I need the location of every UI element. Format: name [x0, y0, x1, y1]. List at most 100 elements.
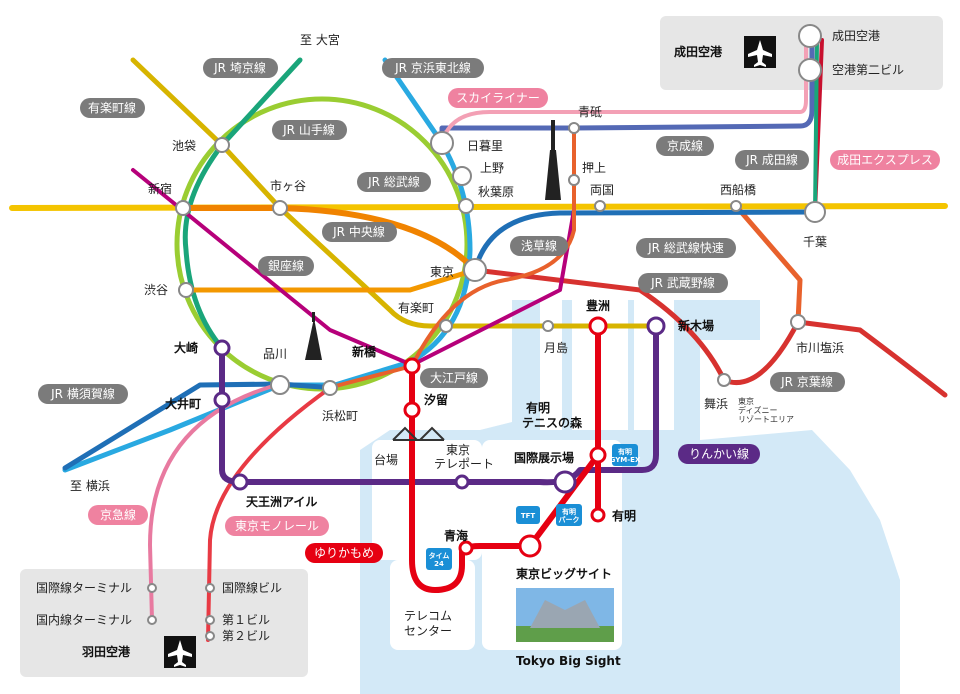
badge-tft: TFT	[521, 512, 536, 520]
label-nippori: 日暮里	[467, 139, 503, 153]
label-nishifunabashi: 西船橋	[720, 183, 756, 197]
label-teleport-2: テレポート	[434, 457, 494, 471]
station-oimachi[interactable]	[213, 391, 231, 409]
skytree-icon	[545, 120, 561, 200]
station-shibuya[interactable]	[178, 282, 194, 298]
station-nippori[interactable]	[430, 131, 454, 155]
station-ueno[interactable]	[452, 166, 472, 186]
station-yurakucho[interactable]	[439, 319, 453, 333]
label-ueno: 上野	[480, 161, 504, 175]
haneda-keikyu-dom: 国内線ターミナル	[36, 612, 132, 627]
station-ryogoku[interactable]	[594, 200, 606, 212]
musashino-line	[733, 203, 803, 325]
label-bigsight: 東京ビッグサイト	[516, 566, 612, 581]
station-shiodome[interactable]	[403, 401, 421, 419]
station-keikyu-intl[interactable]	[147, 583, 157, 593]
tag-yurakucho: 有楽町線	[88, 100, 136, 115]
station-ichigaya[interactable]	[272, 200, 288, 216]
label-oimachi: 大井町	[165, 396, 201, 411]
monorail-line	[206, 386, 332, 642]
station-mono-intl[interactable]	[205, 583, 215, 593]
station-oshiage[interactable]	[568, 174, 580, 186]
station-aomi[interactable]	[458, 540, 474, 556]
badge-time24-1: タイム	[429, 551, 450, 560]
station-narita1[interactable]	[798, 24, 822, 48]
label-teleport: 東京 テレポート	[434, 443, 494, 471]
station-shinjuku[interactable]	[175, 200, 191, 216]
station-osaki[interactable]	[213, 339, 231, 357]
station-shimbashi[interactable]	[403, 357, 421, 375]
yokosuka-line	[62, 381, 338, 471]
label-oshiage: 押上	[582, 161, 606, 175]
label-shimbashi: 新橋	[352, 344, 377, 359]
station-teleport[interactable]	[454, 474, 470, 490]
saikyo-line	[182, 57, 303, 351]
station-shinagawa[interactable]	[270, 375, 290, 395]
label-bigsight-en: Tokyo Big Sight	[516, 654, 621, 668]
label-disney: 東京 ディズニー リゾートエリア	[738, 396, 794, 424]
label-kokusai: 国際展示場	[514, 450, 574, 465]
station-kokusai[interactable]	[553, 470, 577, 494]
tag-oedo: 大江戸線	[430, 370, 478, 385]
label-maihama: 舞浜	[704, 397, 728, 411]
label-telecom-1: テレコム	[404, 609, 452, 623]
badge-ariake-park: 有明パーク	[559, 507, 580, 524]
tag-yurikamome: ゆりかもめ	[314, 546, 374, 560]
station-nishifunabashi[interactable]	[730, 200, 742, 212]
tag-keiyo: JR 京葉線	[780, 374, 833, 389]
station-hamamatsucho[interactable]	[322, 380, 338, 396]
label-chiba: 千葉	[803, 235, 827, 249]
station-akihabara[interactable]	[458, 198, 474, 214]
label-daiba: 台場	[374, 452, 398, 467]
station-ichikawa[interactable]	[790, 314, 806, 330]
station-shinkiba[interactable]	[646, 316, 666, 336]
station-narita2[interactable]	[798, 58, 822, 82]
bigsight-photo	[516, 588, 614, 642]
tokyo-tower-icon	[305, 312, 322, 360]
label-hamamatsucho: 浜松町	[322, 409, 358, 423]
narita-airport: 成田空港 成田空港 空港第二ビル	[674, 29, 904, 77]
station-keikyu-dom[interactable]	[147, 615, 157, 625]
label-tokyo: 東京	[430, 265, 454, 279]
tag-asakusa: 浅草線	[521, 238, 557, 253]
sobu-rapid-line	[472, 209, 818, 273]
haneda-airport: 国際線ターミナル 国内線ターミナル 国際線ビル 第１ビル 第２ビル 羽田空港	[36, 580, 282, 668]
tag-keihin: JR 京浜東北線	[394, 60, 471, 75]
yurakucho-line	[130, 57, 658, 329]
station-mono-t1[interactable]	[205, 615, 215, 625]
tag-skyliner: スカイライナー	[456, 91, 540, 105]
station-maihama[interactable]	[717, 373, 731, 387]
station-chiba[interactable]	[804, 201, 826, 223]
tag-rinkai: りんかい線	[689, 446, 749, 461]
tag-musashino: JR 武蔵野線	[650, 275, 715, 290]
label-disney-2: ディズニー	[738, 405, 777, 415]
badge-ariake-park-2: パーク	[559, 515, 580, 524]
station-toyosu[interactable]	[588, 316, 608, 336]
station-ariake[interactable]	[590, 507, 606, 523]
station-tennis[interactable]	[589, 446, 607, 464]
station-tokyo[interactable]	[463, 258, 487, 282]
station-labels: 至 大宮 池袋 新宿 市ヶ谷 渋谷 大崎 品川 大井町 浜松町 新橋 汐留 有楽…	[70, 32, 844, 668]
label-yurakucho: 有楽町	[398, 301, 434, 315]
station-aoto[interactable]	[568, 122, 580, 134]
label-teleport-1: 東京	[446, 443, 470, 457]
label-shinkiba: 新木場	[678, 318, 714, 333]
station-mono-t2[interactable]	[205, 631, 215, 641]
label-telecom-2: センター	[404, 624, 452, 638]
haneda-mono-intl: 国際線ビル	[222, 580, 282, 595]
badge-ariake-park-1: 有明	[562, 507, 576, 516]
station-tennozu[interactable]	[231, 473, 249, 491]
tag-saikyo: JR 埼京線	[213, 60, 266, 75]
tag-chuo: JR 中央線	[332, 224, 385, 239]
station-ikebukuro[interactable]	[214, 137, 230, 153]
tag-narita-line: JR 成田線	[745, 152, 798, 167]
label-tennozu: 天王洲アイル	[246, 495, 317, 509]
station-tsukishima[interactable]	[542, 320, 554, 332]
line-tags: 有楽町線 JR 埼京線 JR 京浜東北線 スカイライナー JR 山手線 京成線 …	[38, 58, 940, 563]
tag-monorail: 東京モノレール	[235, 519, 319, 533]
station-bigsight[interactable]	[518, 534, 542, 558]
badge-gymex-2: GYM-EX	[610, 456, 641, 464]
